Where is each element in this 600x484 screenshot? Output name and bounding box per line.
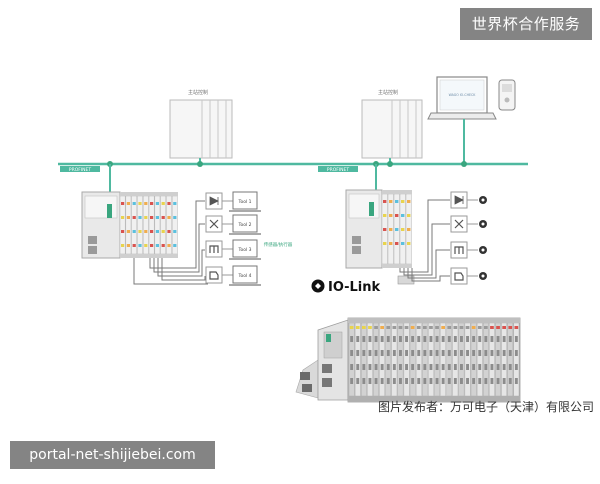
photo-terminal-module — [489, 322, 495, 397]
tool-label: Tool 1 — [237, 199, 251, 205]
laptop-screen-text: WAGO IO-CHECK — [449, 93, 477, 97]
photo-terminal-module — [495, 322, 501, 397]
terminal-module — [119, 195, 126, 255]
photo-terminal-module — [476, 322, 483, 397]
bus-label-left: PROFINET — [69, 167, 92, 173]
photo-terminal-module — [507, 322, 514, 397]
tool-monitor: Tool 1 — [229, 191, 261, 212]
photo-terminal-module — [354, 322, 361, 397]
tool-monitor: Tool 3 — [229, 239, 261, 260]
controller-right: 主站控制 — [361, 89, 423, 159]
product-photo-io-system — [295, 317, 521, 403]
terminal-module — [399, 193, 406, 265]
photo-terminal-module — [391, 322, 398, 397]
photo-terminal-module — [422, 322, 428, 397]
photo-terminal-module — [361, 322, 367, 397]
terminal-module — [154, 195, 161, 255]
photo-terminal-module — [452, 322, 459, 397]
handheld-device — [498, 79, 516, 111]
bus-node — [461, 161, 467, 167]
terminal-module — [131, 195, 138, 255]
terminal-module — [125, 195, 132, 255]
photo-terminal-module — [373, 322, 379, 397]
photo-terminal-module — [434, 322, 440, 397]
sensor-row-left — [205, 192, 223, 284]
io-link-text: IO-Link — [328, 280, 381, 295]
terminal-module — [171, 195, 178, 255]
publisher-caption: 图片发布者：万可电子（天津）有限公司 — [377, 400, 594, 414]
sensor-note: 传感器/执行器 — [264, 241, 293, 248]
cables-left — [133, 200, 208, 285]
site-watermark: portal-net-shijiebei.com — [10, 441, 215, 469]
tool-label: Tool 2 — [237, 222, 251, 228]
photo-terminal-module — [446, 322, 453, 397]
laptop: WAGO IO-CHECK — [427, 76, 497, 120]
controller-right-label: 主站控制 — [378, 89, 398, 96]
io-station-left — [81, 191, 178, 259]
photo-terminal-module — [415, 322, 422, 397]
bus-node — [197, 161, 203, 167]
terminal-module — [405, 193, 412, 265]
tool-label: Tool 4 — [237, 273, 251, 279]
terminal-module — [142, 195, 149, 255]
photo-terminal-module — [470, 322, 477, 397]
service-tag: 世界杯合作服务 — [460, 8, 592, 40]
terminal-module — [166, 195, 172, 255]
photo-terminal-module — [409, 322, 416, 397]
photo-terminal-module — [403, 322, 410, 397]
controller-left-label: 主站控制 — [188, 89, 208, 96]
photo-terminal-module — [397, 322, 404, 397]
controller-left: 主站控制 — [169, 89, 233, 159]
io-station-right — [345, 189, 415, 285]
photo-terminal-module — [464, 322, 471, 397]
photo-terminal-module — [440, 322, 447, 397]
photo-terminal-module — [483, 322, 489, 397]
sensor-row-right — [450, 191, 468, 285]
terminal-module — [387, 193, 394, 265]
photo-terminal-module — [385, 322, 392, 397]
bus-node — [387, 161, 393, 167]
photo-terminal-module — [379, 322, 386, 397]
photo-terminal-module — [348, 322, 355, 397]
cables-right — [399, 199, 450, 282]
bus-label-right: PROFINET — [327, 167, 350, 173]
photo-terminal-module — [513, 322, 520, 397]
photo-terminal-module — [428, 322, 434, 397]
tool-label: Tool 3 — [237, 247, 251, 253]
io-link-indicators — [467, 196, 487, 280]
tool-row-left: Tool 1 Tool 2 Tool 3 Tool 4 传感器/执行器 — [222, 191, 293, 286]
terminal-module — [381, 193, 388, 265]
io-link-logo: IO-Link — [311, 279, 381, 295]
terminal-module — [148, 195, 155, 255]
terminal-module — [393, 193, 400, 265]
tool-monitor: Tool 4 — [229, 265, 261, 286]
terminal-module — [137, 195, 143, 255]
photo-terminal-module — [458, 322, 465, 397]
photo-terminal-module — [501, 322, 508, 397]
tool-monitor: Tool 2 — [229, 214, 261, 235]
photo-terminal-module — [367, 322, 373, 397]
terminal-module — [160, 195, 167, 255]
